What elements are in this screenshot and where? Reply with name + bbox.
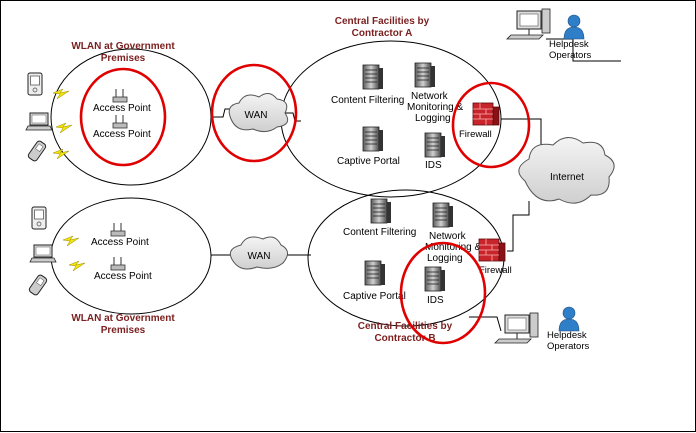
ids-server-icon-b [424, 266, 446, 292]
firewall-label-a: Firewall [459, 129, 492, 140]
firewall-label-b: Firewall [479, 265, 512, 276]
content-filtering-label-b: Content Filtering [343, 227, 416, 238]
helpdesk-workstation-icon-a [506, 8, 551, 40]
pda-icon-bottom [31, 206, 47, 230]
link-helpdesk-a [546, 38, 621, 62]
wan-label-top: WAN [245, 110, 268, 121]
link-firewall-internet-a [501, 118, 542, 149]
access-point-label-bottom-2: Access Point [94, 271, 152, 282]
ids-label-b: IDS [427, 295, 444, 306]
wlan-title-bottom-line2: Premises [101, 325, 146, 336]
highlight-access-points [79, 67, 167, 167]
content-filtering-server-icon-b [370, 198, 392, 224]
helpdesk-label-b-line2: Operators [547, 341, 589, 352]
wan-label-bottom: WAN [248, 251, 271, 262]
captive-portal-label-b: Captive Portal [343, 291, 406, 302]
helpdesk-label-a-line1: Helpdesk [549, 39, 589, 50]
network-monitoring-label-a-line2: Monitoring & [407, 102, 463, 113]
network-monitoring-label-b-line3: Logging [427, 253, 463, 264]
wan-cloud-bottom [229, 236, 288, 270]
wan-cloud-top [228, 93, 289, 133]
link-firewall-internet-b [507, 201, 530, 252]
central-b-title-line1: Central Facilities by [358, 321, 453, 332]
wlan-title-bottom-line1: WLAN at Government [71, 313, 175, 324]
ids-label-a: IDS [425, 160, 442, 171]
central-zone-a [280, 40, 502, 198]
helpdesk-label-a-line2: Operators [549, 50, 591, 61]
highlight-ids [399, 241, 487, 345]
pda-icon-top [27, 72, 43, 96]
central-b-title-line2: Contractor B [374, 333, 435, 344]
helpdesk-person-icon-b [558, 306, 580, 332]
access-point-label-top-2: Access Point [93, 129, 151, 140]
helpdesk-person-icon-a [563, 14, 585, 40]
network-monitoring-label-a-line3: Logging [415, 113, 451, 124]
helpdesk-label-b-line1: Helpdesk [547, 330, 587, 341]
content-filtering-label-a: Content Filtering [331, 95, 404, 106]
network-monitoring-server-icon-a [414, 62, 436, 88]
highlight-firewall [451, 81, 531, 169]
captive-portal-label-a: Captive Portal [337, 156, 400, 167]
link-helpdesk-b [469, 316, 502, 332]
highlight-circles [79, 63, 531, 345]
network-monitoring-label-b-line2: Monitoring & [425, 242, 481, 253]
central-a-title-line2: Contractor A [352, 28, 413, 39]
link-wan-central-a [284, 112, 301, 122]
ids-server-icon-a [424, 132, 446, 158]
wlan-title-top-line2: Premises [101, 53, 146, 64]
internet-cloud [518, 137, 615, 204]
firewall-icon-a [472, 102, 500, 126]
network-monitoring-server-icon-b [432, 202, 454, 228]
access-point-label-bottom-1: Access Point [91, 237, 149, 248]
link-wlan-wan-a [211, 108, 233, 118]
captive-portal-server-icon-b [364, 260, 386, 286]
helpdesk-workstation-icon-b [494, 312, 539, 344]
internet-label: Internet [550, 172, 584, 183]
wlan-zone-bottom [50, 197, 212, 315]
phone-icon-top [26, 139, 48, 163]
phone-icon-bottom [27, 273, 49, 297]
captive-portal-server-icon-a [362, 126, 384, 152]
network-monitoring-label-b-line1: Network [429, 231, 467, 242]
wlan-title-top-line1: WLAN at Government [71, 41, 175, 52]
highlight-wan [210, 63, 298, 163]
laptop-icon-bottom [29, 244, 57, 263]
content-filtering-server-icon-a [362, 64, 384, 90]
laptop-icon-top [25, 112, 53, 131]
network-monitoring-label-a-line1: Network [411, 91, 449, 102]
central-a-title-line1: Central Facilities by [335, 16, 430, 27]
access-point-label-top-1: Access Point [93, 103, 151, 114]
